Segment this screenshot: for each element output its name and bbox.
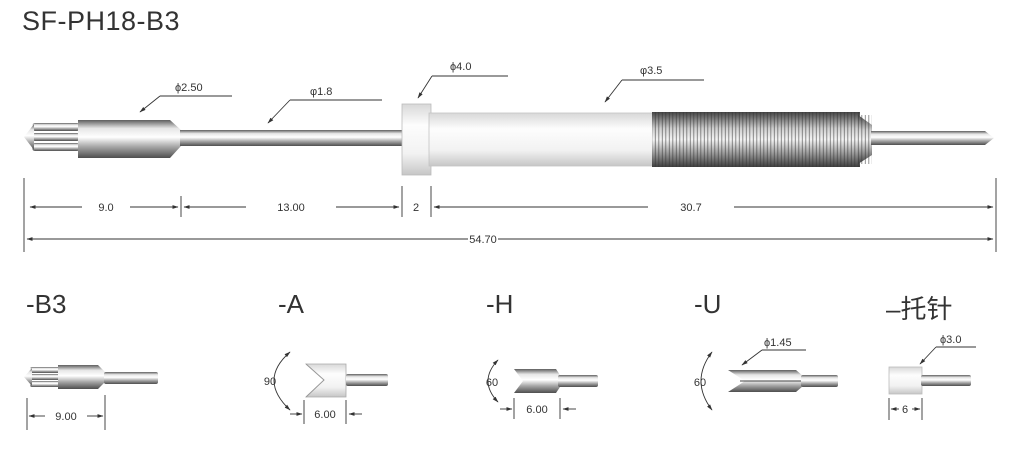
variant-a-angle-label: 90 bbox=[264, 376, 276, 388]
barrel bbox=[428, 112, 654, 167]
spring bbox=[652, 112, 872, 167]
callout-barrel-diameter: φ3.5 bbox=[604, 65, 704, 103]
callout-shaft-diameter-label: φ1.8 bbox=[310, 86, 332, 98]
callout-shaft-diameter: φ1.8 bbox=[267, 86, 382, 124]
variant-a-drawing: 90 6.00 bbox=[264, 351, 388, 424]
extension-lines bbox=[23, 178, 997, 252]
dim-total-length-label: 54.70 bbox=[469, 234, 497, 246]
callout-tip-diameter: ϕ2.50 bbox=[139, 82, 232, 113]
tip-cylinder bbox=[78, 120, 181, 158]
variant-title-h: -H bbox=[486, 289, 514, 319]
plunger-shaft bbox=[180, 130, 406, 146]
variant-b3-drawing: 9.00 bbox=[24, 365, 158, 430]
dimension-collar-length: 2 bbox=[413, 202, 419, 214]
variant-h-drawing: 60 6.00 bbox=[486, 359, 598, 419]
dimension-total-length: 54.70 bbox=[26, 234, 994, 246]
callout-collar-diameter: ϕ4.0 bbox=[417, 61, 508, 99]
dimension-barrel-length: 30.7 bbox=[433, 202, 994, 214]
variant-title-u: -U bbox=[694, 289, 722, 319]
variant-u-drawing: 60 ϕ1.45 bbox=[694, 337, 838, 411]
variant-title-support: –托针 bbox=[886, 294, 953, 324]
variant-h-angle-label: 60 bbox=[486, 377, 498, 389]
dim-tip-length-label: 9.0 bbox=[98, 202, 113, 214]
variant-title-a: -A bbox=[278, 289, 304, 319]
callout-collar-diameter-label: ϕ4.0 bbox=[450, 61, 471, 73]
variant-support-callout-label: ϕ3.0 bbox=[940, 334, 961, 346]
variant-u-angle-label: 60 bbox=[694, 377, 706, 389]
variant-u-callout-label: ϕ1.45 bbox=[764, 337, 792, 349]
variant-title-b3: -B3 bbox=[26, 289, 67, 319]
variant-h-dim-label: 6.00 bbox=[526, 404, 547, 416]
callout-tip-diameter-label: ϕ2.50 bbox=[175, 82, 203, 94]
variant-support-dim-label: 6 bbox=[902, 404, 908, 416]
variant-b3-dim-label: 9.00 bbox=[55, 411, 76, 423]
crown-tip bbox=[24, 123, 80, 151]
dimension-tip-length: 9.0 bbox=[29, 202, 179, 214]
dim-collar-length-label: 2 bbox=[413, 202, 419, 214]
variant-a-dim-label: 6.00 bbox=[314, 409, 335, 421]
dim-shaft-length-label: 13.00 bbox=[277, 202, 305, 214]
collar bbox=[401, 103, 432, 176]
dimension-shaft-length: 13.00 bbox=[183, 202, 400, 214]
variant-support-drawing: ϕ3.0 6 bbox=[888, 334, 976, 420]
main-probe bbox=[24, 103, 994, 176]
page-title: SF-PH18-B3 bbox=[22, 6, 181, 36]
tail-rod bbox=[871, 131, 994, 145]
dim-barrel-length-label: 30.7 bbox=[680, 202, 701, 214]
callout-barrel-diameter-label: φ3.5 bbox=[640, 65, 662, 77]
